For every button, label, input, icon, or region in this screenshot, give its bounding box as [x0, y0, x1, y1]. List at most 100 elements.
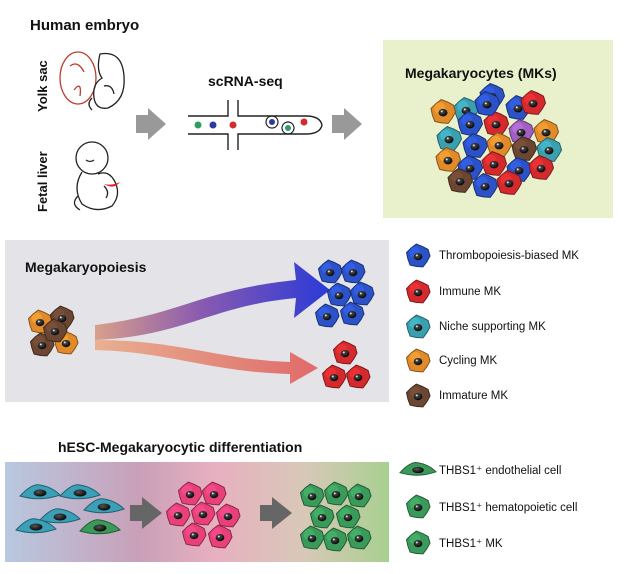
thbs1-cell — [299, 525, 325, 550]
mk-cell — [472, 173, 499, 198]
bead-1 — [265, 115, 279, 129]
immune-mk-cell — [345, 364, 371, 389]
progenitor-cell — [42, 318, 68, 343]
thrombopoiesis-mk-cell — [326, 282, 352, 307]
hesc-cell — [15, 518, 57, 534]
mk-cell — [533, 119, 560, 144]
mk-cell — [486, 132, 513, 157]
legend-item: THBS1⁺ hematopoietic cell — [405, 494, 577, 519]
hesc-cell — [19, 484, 61, 500]
mk-legend: Thrombopoiesis-biased MK Immune MK Niche… — [405, 243, 579, 408]
green-cell-cluster — [299, 481, 372, 552]
thbs1-cell — [299, 483, 325, 508]
megakaryopoiesis-title: Megakaryopoiesis — [25, 259, 147, 275]
hesc-cell — [79, 519, 121, 535]
bead-2-core — [285, 125, 291, 131]
thbs1-cell — [322, 527, 348, 552]
arrow-to-scrna — [136, 108, 166, 140]
legend-label: Immature MK — [439, 390, 508, 402]
mk-cell — [430, 99, 457, 124]
mk-cell — [528, 155, 555, 180]
mk-cell — [474, 91, 501, 116]
human-embryo-title: Human embryo — [30, 17, 139, 34]
thbs1-cell — [346, 483, 372, 508]
mk-cell — [520, 90, 547, 115]
hesc-cell — [59, 484, 101, 500]
droplet-red-2 — [300, 118, 308, 126]
bead-2 — [281, 121, 295, 135]
mk-cell — [447, 168, 474, 193]
arrow-hesc-to-pink — [130, 497, 162, 529]
hesc-title: hESC-Megakaryocytic differentiation — [58, 439, 302, 455]
legend-label: Cycling MK — [439, 355, 497, 367]
arrow-to-immune — [95, 340, 318, 384]
legend-icon — [405, 279, 431, 304]
arrow-to-mk — [332, 108, 362, 140]
thbs1-cell — [346, 525, 372, 550]
legend-label: THBS1⁺ endothelial cell — [439, 465, 561, 477]
immune-cell-cluster — [321, 340, 371, 389]
legend-icon — [405, 243, 431, 268]
mk-cell — [496, 170, 523, 195]
hesc-cell-cluster — [15, 484, 125, 535]
endothelial-cell-icon — [399, 462, 437, 476]
hematopoietic-progenitor-cell — [207, 524, 233, 549]
legend-label: THBS1⁺ MK — [439, 538, 503, 550]
thrombopoiesis-mk-cell — [314, 303, 340, 328]
yolk-sac-embryo-drawing — [59, 51, 125, 111]
legend-label: Immune MK — [439, 286, 501, 298]
droplet-red — [229, 121, 237, 129]
thbs1-cell — [323, 481, 349, 506]
legend-cell-icon — [405, 314, 431, 339]
legend-item: Immature MK — [405, 383, 508, 408]
legend-item: Immune MK — [405, 279, 501, 304]
hematopoietic-progenitor-cell — [215, 503, 241, 528]
hematopoietic-progenitor-cell — [201, 481, 227, 506]
legend-cell-icon — [405, 348, 431, 373]
mk-panel-title: Megakaryocytes (MKs) — [405, 65, 557, 81]
endothelial-cell-icon — [399, 462, 437, 476]
pink-cell-cluster — [165, 481, 241, 549]
legend-cell-icon — [405, 243, 431, 268]
hesc-cell — [39, 508, 81, 524]
mk-cell-icon — [405, 530, 431, 555]
legend-item: Niche supporting MK — [405, 314, 546, 339]
droplet-blue — [209, 121, 217, 129]
legend-icon — [405, 314, 431, 339]
scrna-seq-chip — [188, 100, 323, 150]
mk-cell — [536, 137, 563, 162]
mk-cell — [511, 136, 538, 161]
legend-item: Thrombopoiesis-biased MK — [405, 243, 579, 268]
legend-cell-icon — [405, 279, 431, 304]
thrombopoiesis-cell-cluster — [314, 259, 375, 328]
hematopoietic-cell-icon — [405, 494, 431, 519]
legend-item: THBS1⁺ MK — [405, 530, 503, 555]
fetal-liver-mark — [104, 182, 120, 187]
yolk-sac-label: Yolk sac — [35, 60, 50, 112]
fetal-liver-label: Fetal liver — [35, 151, 50, 212]
legend-label: Thrombopoiesis-biased MK — [439, 250, 579, 262]
legend-item: Cycling MK — [405, 348, 497, 373]
immune-mk-cell — [332, 340, 358, 365]
legend-cell-icon — [405, 383, 431, 408]
hematopoietic-progenitor-cell — [177, 481, 203, 506]
legend-item: THBS1⁺ endothelial cell — [399, 462, 561, 477]
immune-mk-cell — [321, 364, 347, 389]
scrna-seq-label: scRNA-seq — [208, 73, 283, 89]
thbs1-cell — [309, 504, 335, 529]
droplet-green — [194, 121, 202, 129]
thbs1-legend: THBS1⁺ endothelial cell THBS1⁺ hematopoi… — [399, 462, 577, 555]
hesc-cell — [83, 498, 125, 514]
fetal-liver-embryo-drawing — [73, 141, 119, 211]
progenitor-cell-cluster — [27, 305, 79, 357]
mk-cell — [481, 151, 508, 176]
arrow-pink-to-green — [260, 497, 292, 529]
thrombopoiesis-mk-cell — [340, 259, 366, 284]
arrow-to-thrombopoiesis — [95, 262, 330, 340]
thrombopoiesis-mk-cell — [349, 281, 375, 306]
hematopoietic-progenitor-cell — [190, 501, 216, 526]
hematopoietic-cell-icon — [405, 494, 431, 519]
bead-1-core — [269, 119, 275, 125]
mk-cell — [436, 126, 463, 151]
